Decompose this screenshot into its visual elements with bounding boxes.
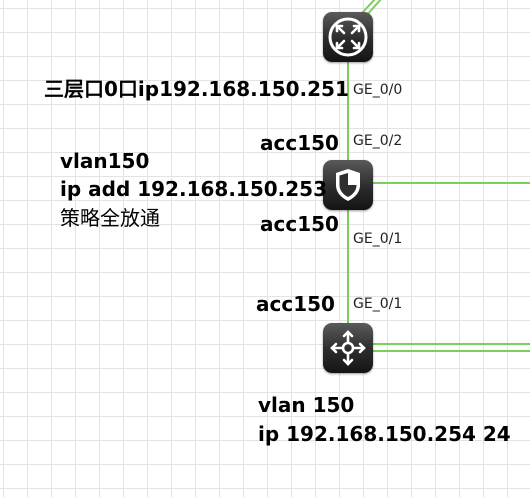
uplink-line-a[interactable]	[361, 0, 376, 14]
router-icon	[328, 17, 368, 57]
port-label-router-ge00: GE_0/0	[353, 82, 403, 98]
firewall-ip-label: ip add 192.168.150.253	[60, 177, 328, 201]
port-label-firewall-ge02: GE_0/2	[353, 133, 403, 149]
switch-arrows-icon	[330, 330, 366, 366]
switch-device[interactable]	[323, 323, 373, 373]
firewall-device[interactable]	[323, 160, 373, 210]
router-device[interactable]	[323, 12, 373, 62]
port-label-firewall-ge01: GE_0/1	[353, 231, 403, 247]
switch-vlan-label: vlan 150	[258, 393, 355, 417]
firewall-access-top-label: acc150	[260, 131, 339, 155]
firewall-policy-label: 策略全放通	[60, 206, 160, 230]
shield-icon	[336, 169, 360, 201]
port-label-switch-ge01: GE_0/1	[353, 296, 403, 312]
router-l3-label: 三层口0口ip192.168.150.251	[44, 77, 349, 101]
switch-ip-label: ip 192.168.150.254 24	[258, 422, 511, 446]
firewall-access-bottom-label: acc150	[260, 212, 339, 236]
firewall-vlan-label: vlan150	[60, 149, 150, 173]
switch-access-label: acc150	[256, 292, 335, 316]
